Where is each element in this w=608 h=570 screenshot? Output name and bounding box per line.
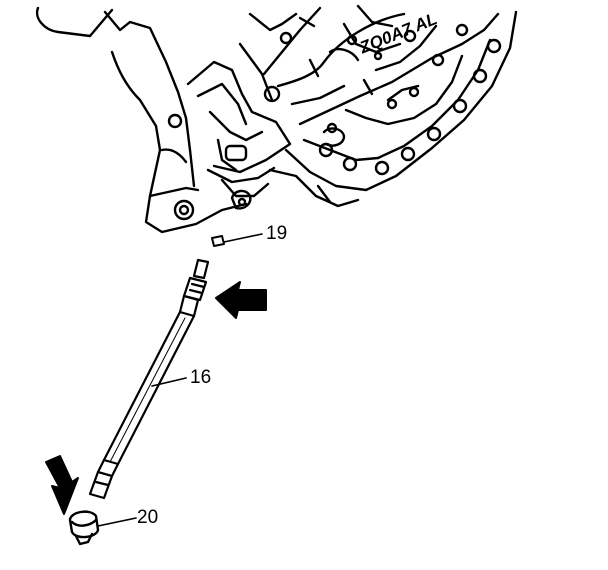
dipstick-tube-part-16	[88, 258, 210, 500]
transmission-housing	[35, 4, 518, 234]
arrow-left-icon	[215, 281, 267, 319]
arrow-down-icon	[45, 455, 79, 515]
seal-part-19	[211, 233, 263, 247]
fitting-part-20	[68, 510, 137, 546]
callout-20: 20	[137, 507, 159, 528]
callout-16: 16	[190, 367, 212, 388]
callout-19: 19	[266, 223, 288, 244]
